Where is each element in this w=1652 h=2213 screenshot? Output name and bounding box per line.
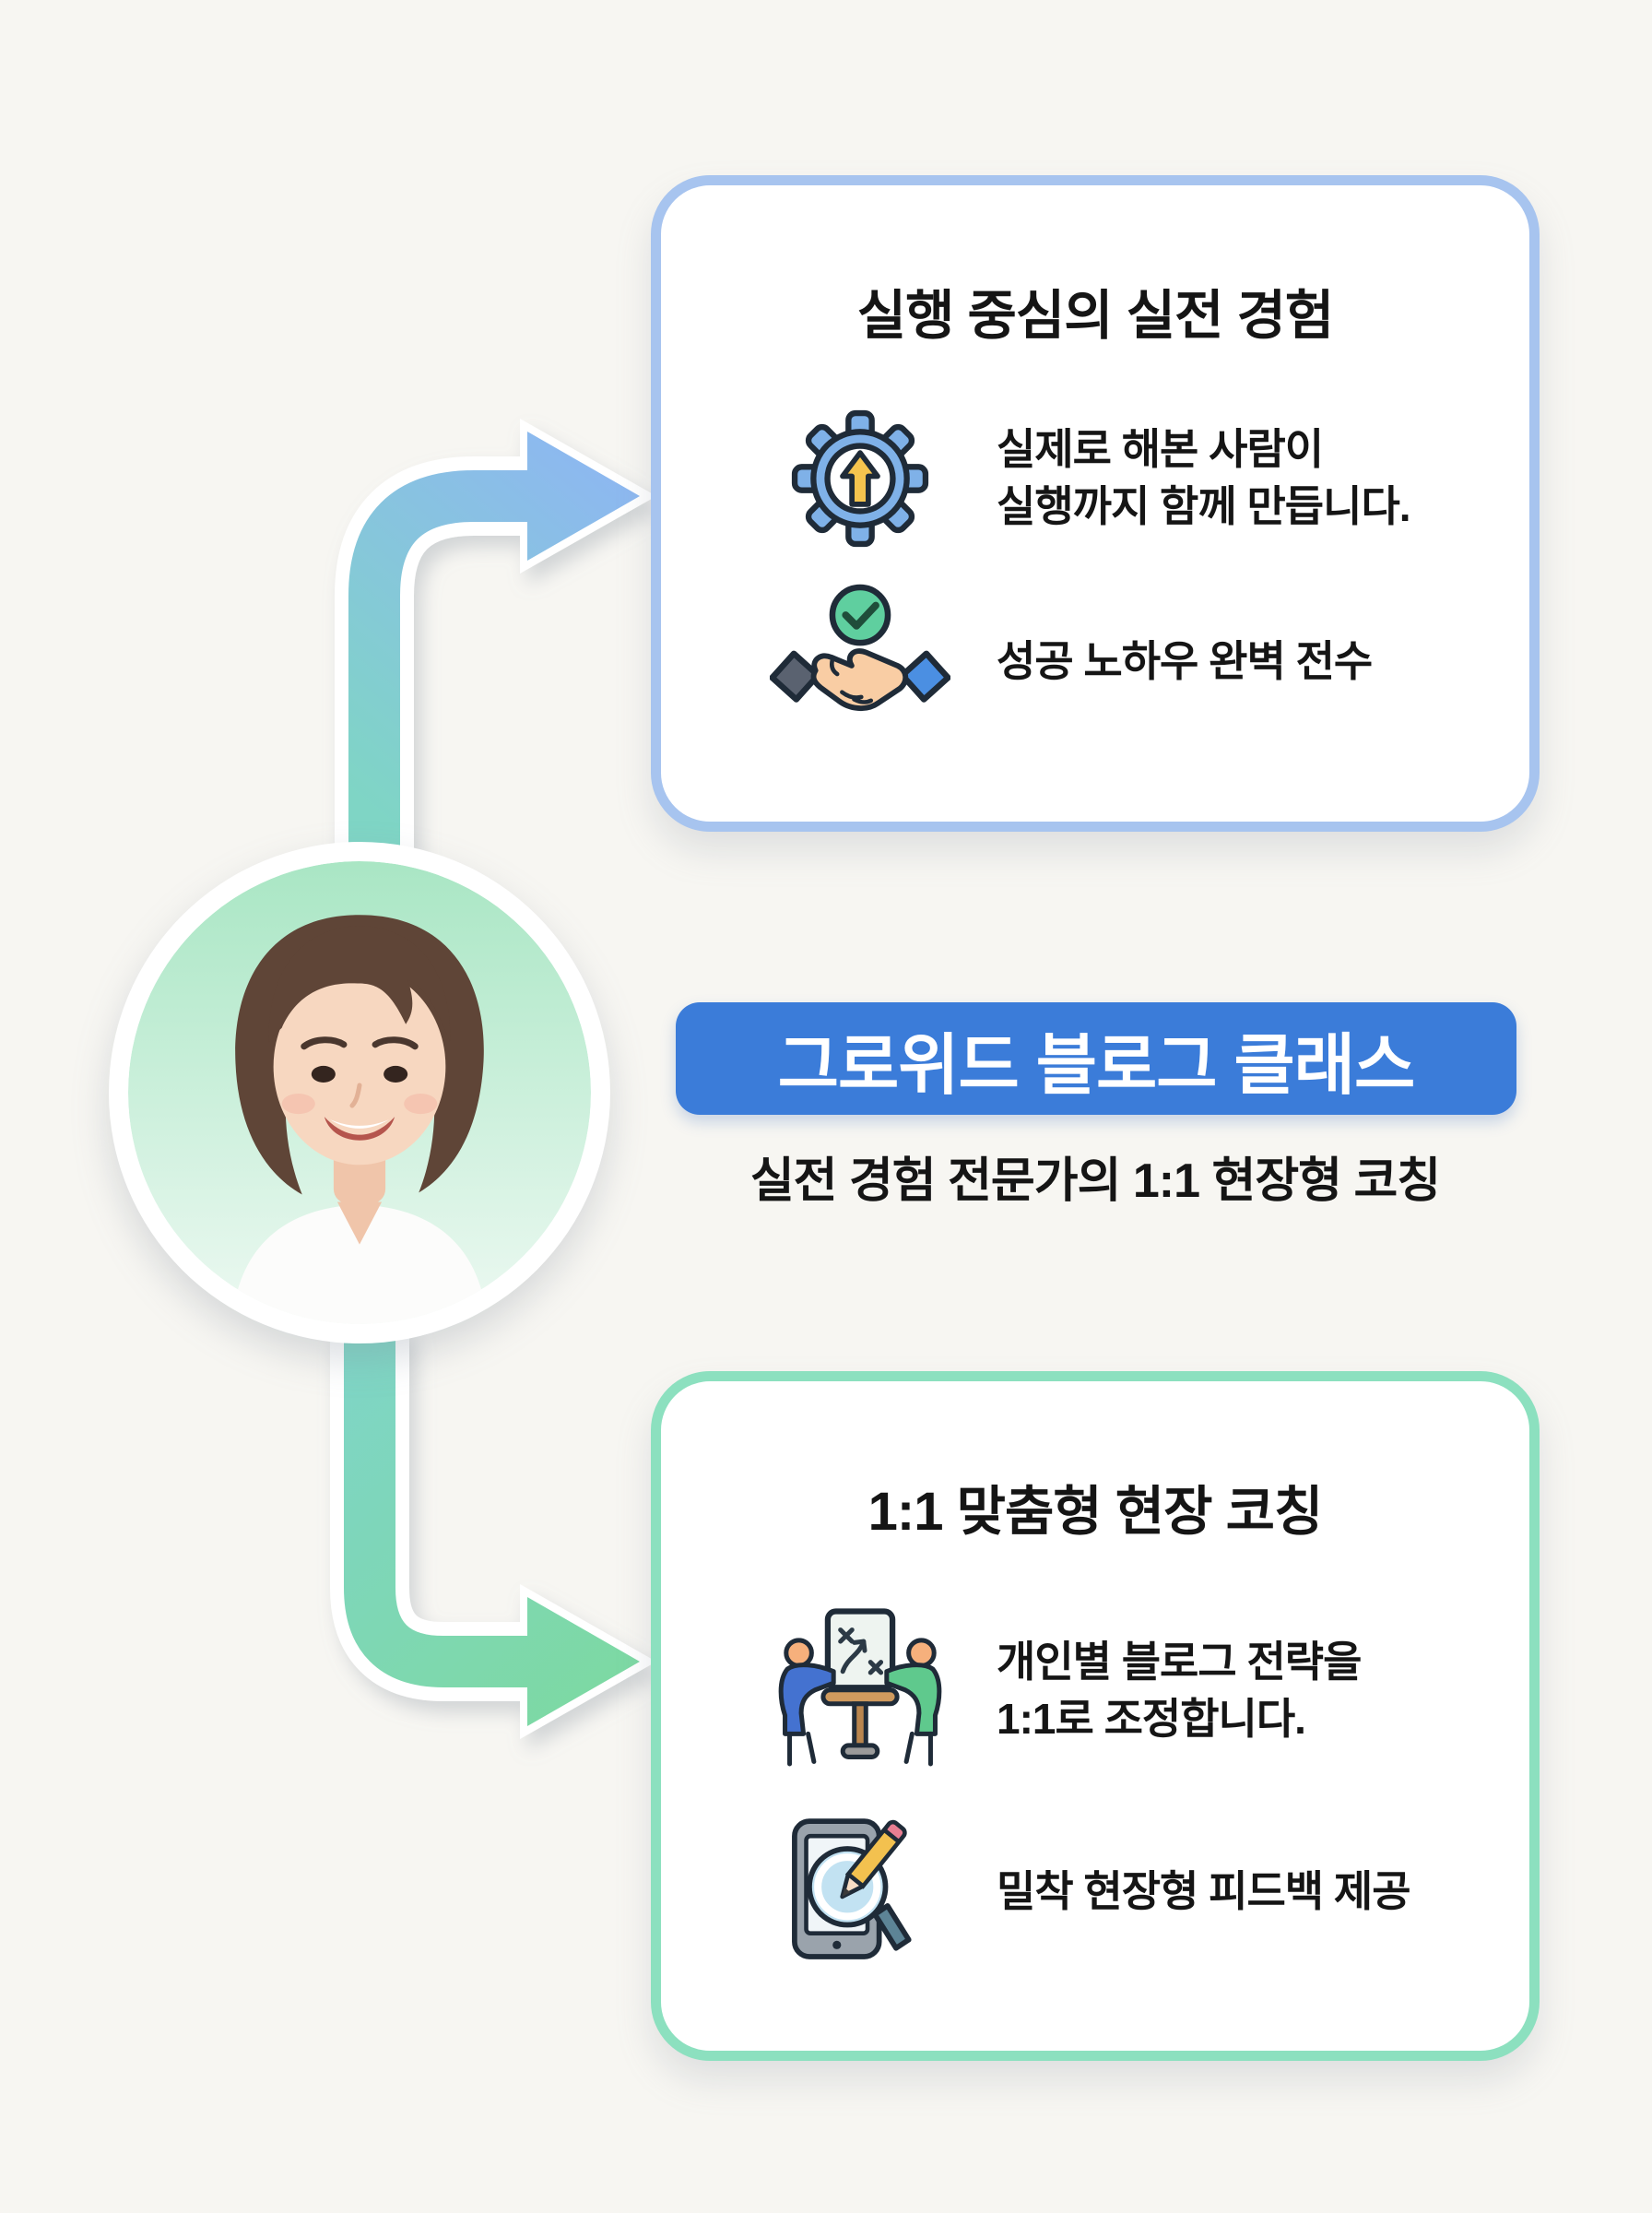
bottom-card-title: 1:1 맞춤형 현장 코칭 (661, 1468, 1529, 1558)
bottom-card-title-highlight: 1:1 맞춤형 현장 코칭 (831, 1468, 1360, 1558)
top-card-item-execution: 실제로 해본 사람이 실행까지 함께 만듭니다. (768, 408, 1474, 549)
top-card-item-knowhow-text: 성공 노하우 완벽 전수 (997, 637, 1373, 686)
class-title-banner: 그로위드 블로그 클래스 (676, 1002, 1516, 1115)
bottom-card-item-strategy-text: 개인별 블로그 전략을 1:1로 조정합니다. (997, 1638, 1362, 1743)
bottom-card-item-feedback: 밀착 현장형 피드백 제공 (768, 1813, 1474, 1971)
top-card-item-knowhow: 성공 노하우 완벽 전수 (768, 584, 1474, 740)
strategy-meeting-icon (768, 1604, 952, 1778)
top-card: 실행 중심의 실전 경험 (651, 175, 1540, 832)
top-card-title: 실행 중심의 실전 경험 (661, 272, 1529, 362)
bottom-card: 1:1 맞춤형 현장 코칭 (651, 1371, 1540, 2061)
top-card-title-highlight: 실행 중심의 실전 경험 (820, 272, 1370, 362)
top-connector-arrow-icon (335, 419, 656, 858)
gear-up-arrow-icon (768, 408, 952, 549)
top-card-item-execution-text: 실제로 해본 사람이 실행까지 함께 만듭니다. (997, 425, 1411, 530)
class-subtitle: 실전 경험 전문가의 1:1 현장형 코칭 (749, 1154, 1441, 1208)
bottom-card-item-strategy: 개인별 블로그 전략을 1:1로 조정합니다. (768, 1604, 1474, 1778)
tablet-review-icon (768, 1813, 952, 1971)
handshake-check-icon (768, 584, 952, 740)
class-title: 그로위드 블로그 클래스 (777, 1028, 1415, 1103)
instructor-portrait-illustration (128, 861, 591, 1324)
bottom-connector-arrow-icon (330, 1328, 656, 1739)
bottom-card-item-feedback-text: 밀착 현장형 피드백 제공 (997, 1867, 1411, 1916)
avatar (109, 842, 610, 1343)
